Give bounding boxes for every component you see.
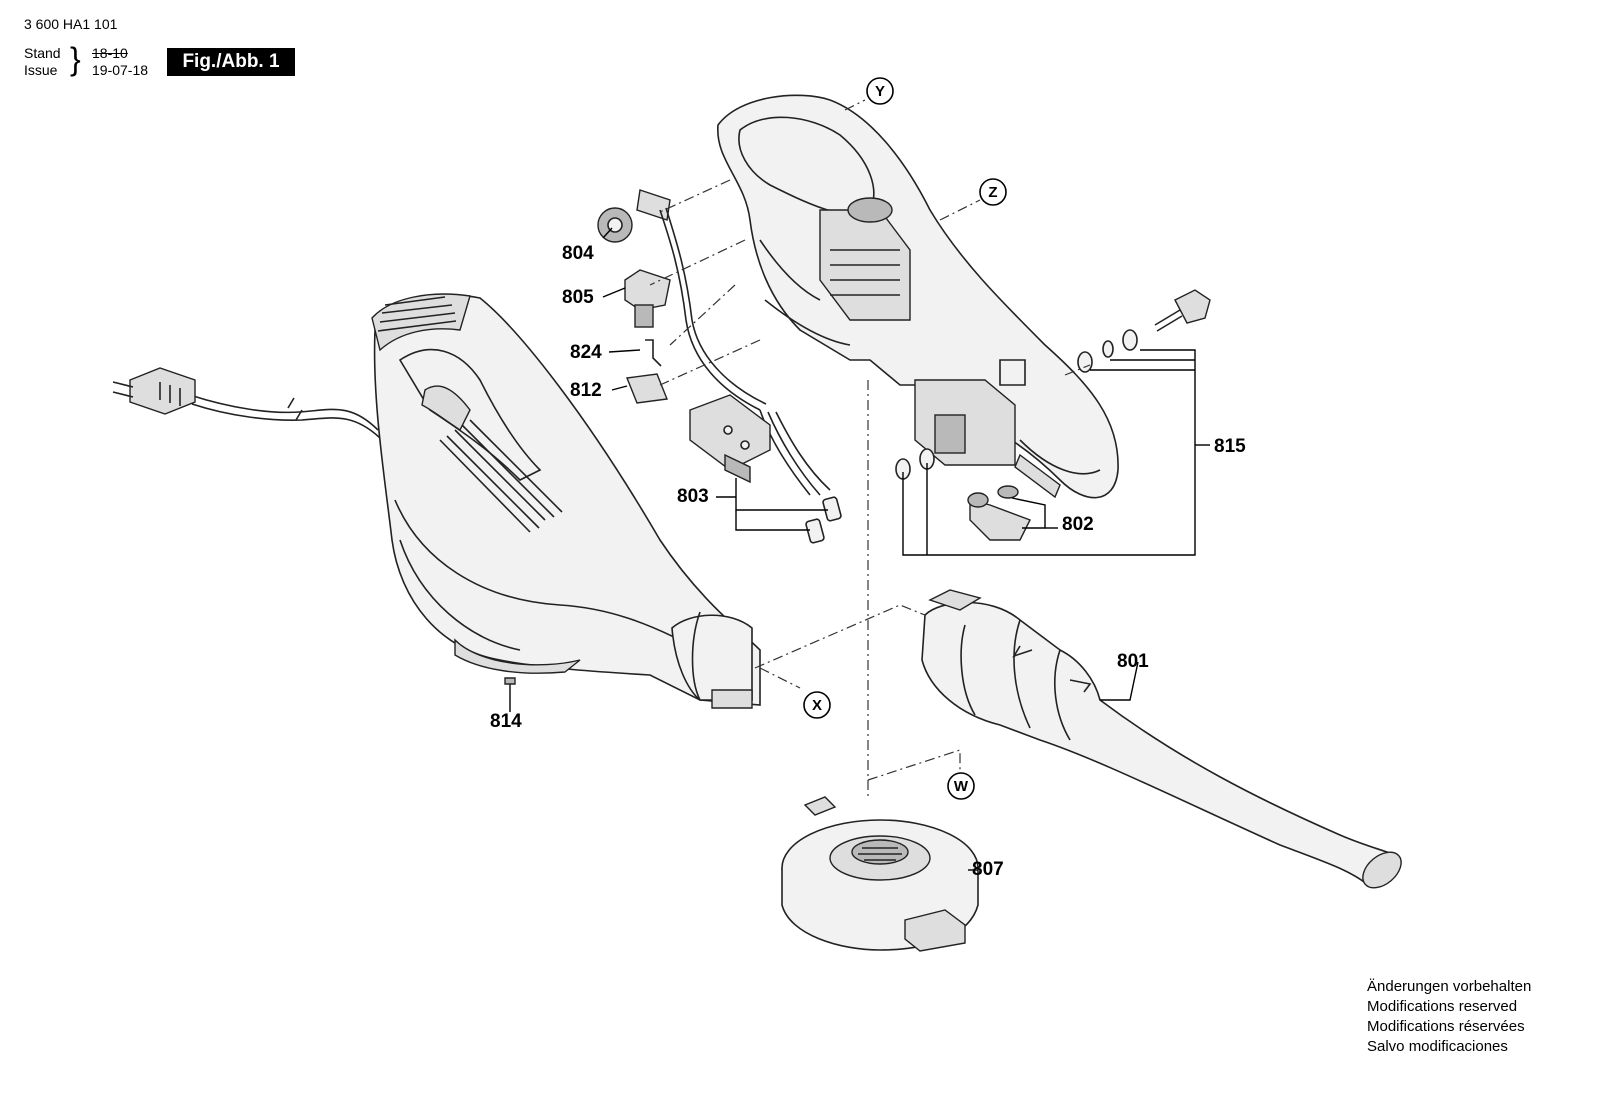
- tube-latch: [928, 589, 982, 611]
- document-number: 3 600 HA1 101: [24, 16, 118, 32]
- part-label-815: 815: [1214, 436, 1246, 457]
- part-label-801: 801: [1117, 651, 1149, 672]
- wire-harness: [659, 207, 831, 496]
- svg-text:W: W: [954, 778, 969, 795]
- stand-issue-labels: Stand Issue: [24, 45, 61, 79]
- part-label-804: 804: [562, 243, 594, 264]
- plug-body: [129, 367, 196, 415]
- svg-text:X: X: [812, 697, 822, 714]
- button-802: [967, 485, 1031, 541]
- ref-callout-w: W: [947, 772, 975, 800]
- notice-de: Änderungen vorbehalten: [1367, 978, 1532, 995]
- clip-824: [645, 339, 662, 367]
- notice-es: Salvo modificaciones: [1367, 1038, 1508, 1055]
- connectors-803: [805, 496, 842, 544]
- power-cord: [112, 367, 381, 439]
- leader-lines: [509, 227, 1210, 871]
- filter-cover: [781, 796, 979, 952]
- blower-tube: [921, 589, 1402, 889]
- notice-fr: Modifications réservées: [1367, 1018, 1525, 1035]
- insulator-812: [626, 373, 668, 404]
- part-label-802: 802: [1062, 514, 1094, 535]
- ref-callout-z: Z: [979, 178, 1007, 206]
- brace-glyph: }: [70, 41, 81, 77]
- issue-label: Issue: [24, 62, 58, 78]
- issue-date: 19-07-18: [92, 62, 149, 78]
- ref-callout-y: Y: [866, 77, 894, 105]
- part-label-807: 807: [972, 859, 1004, 880]
- terminal-bracket: [689, 394, 771, 484]
- filter-tab: [904, 909, 966, 952]
- svg-text:Z: Z: [988, 184, 997, 201]
- modifications-notice: Änderungen vorbehalten Modifications res…: [1367, 977, 1531, 1057]
- screw-814: [504, 677, 516, 696]
- part-label-805: 805: [562, 287, 594, 308]
- part-label-803: 803: [677, 486, 709, 507]
- svg-text:Y: Y: [875, 83, 885, 100]
- part-label-824: 824: [570, 342, 602, 363]
- pcb-bracket: [636, 189, 671, 221]
- part-label-814: 814: [490, 711, 522, 732]
- handle-trigger: [421, 385, 471, 432]
- plug-pins: [112, 381, 134, 398]
- speed-switch-805: [624, 269, 671, 328]
- knob-screw: [1154, 289, 1211, 332]
- notice-en: Modifications reserved: [1367, 998, 1518, 1015]
- tube-tip: [1362, 851, 1402, 889]
- stand-label: Stand: [24, 45, 61, 61]
- old-revision: 18-10: [92, 45, 128, 61]
- vent-grille: [371, 293, 471, 352]
- figure-label: Fig./Abb. 1: [167, 48, 295, 76]
- main-housing: [371, 293, 761, 709]
- arrow-right-icon: [1069, 679, 1092, 693]
- ref-callout-x: X: [803, 691, 831, 719]
- assembly-lines: [649, 99, 1091, 800]
- filter-mesh: [851, 839, 909, 865]
- upper-housing: [717, 94, 1119, 499]
- arrow-left-icon: [1012, 645, 1033, 658]
- outlet-nozzle: [671, 614, 753, 701]
- part-label-812: 812: [570, 380, 602, 401]
